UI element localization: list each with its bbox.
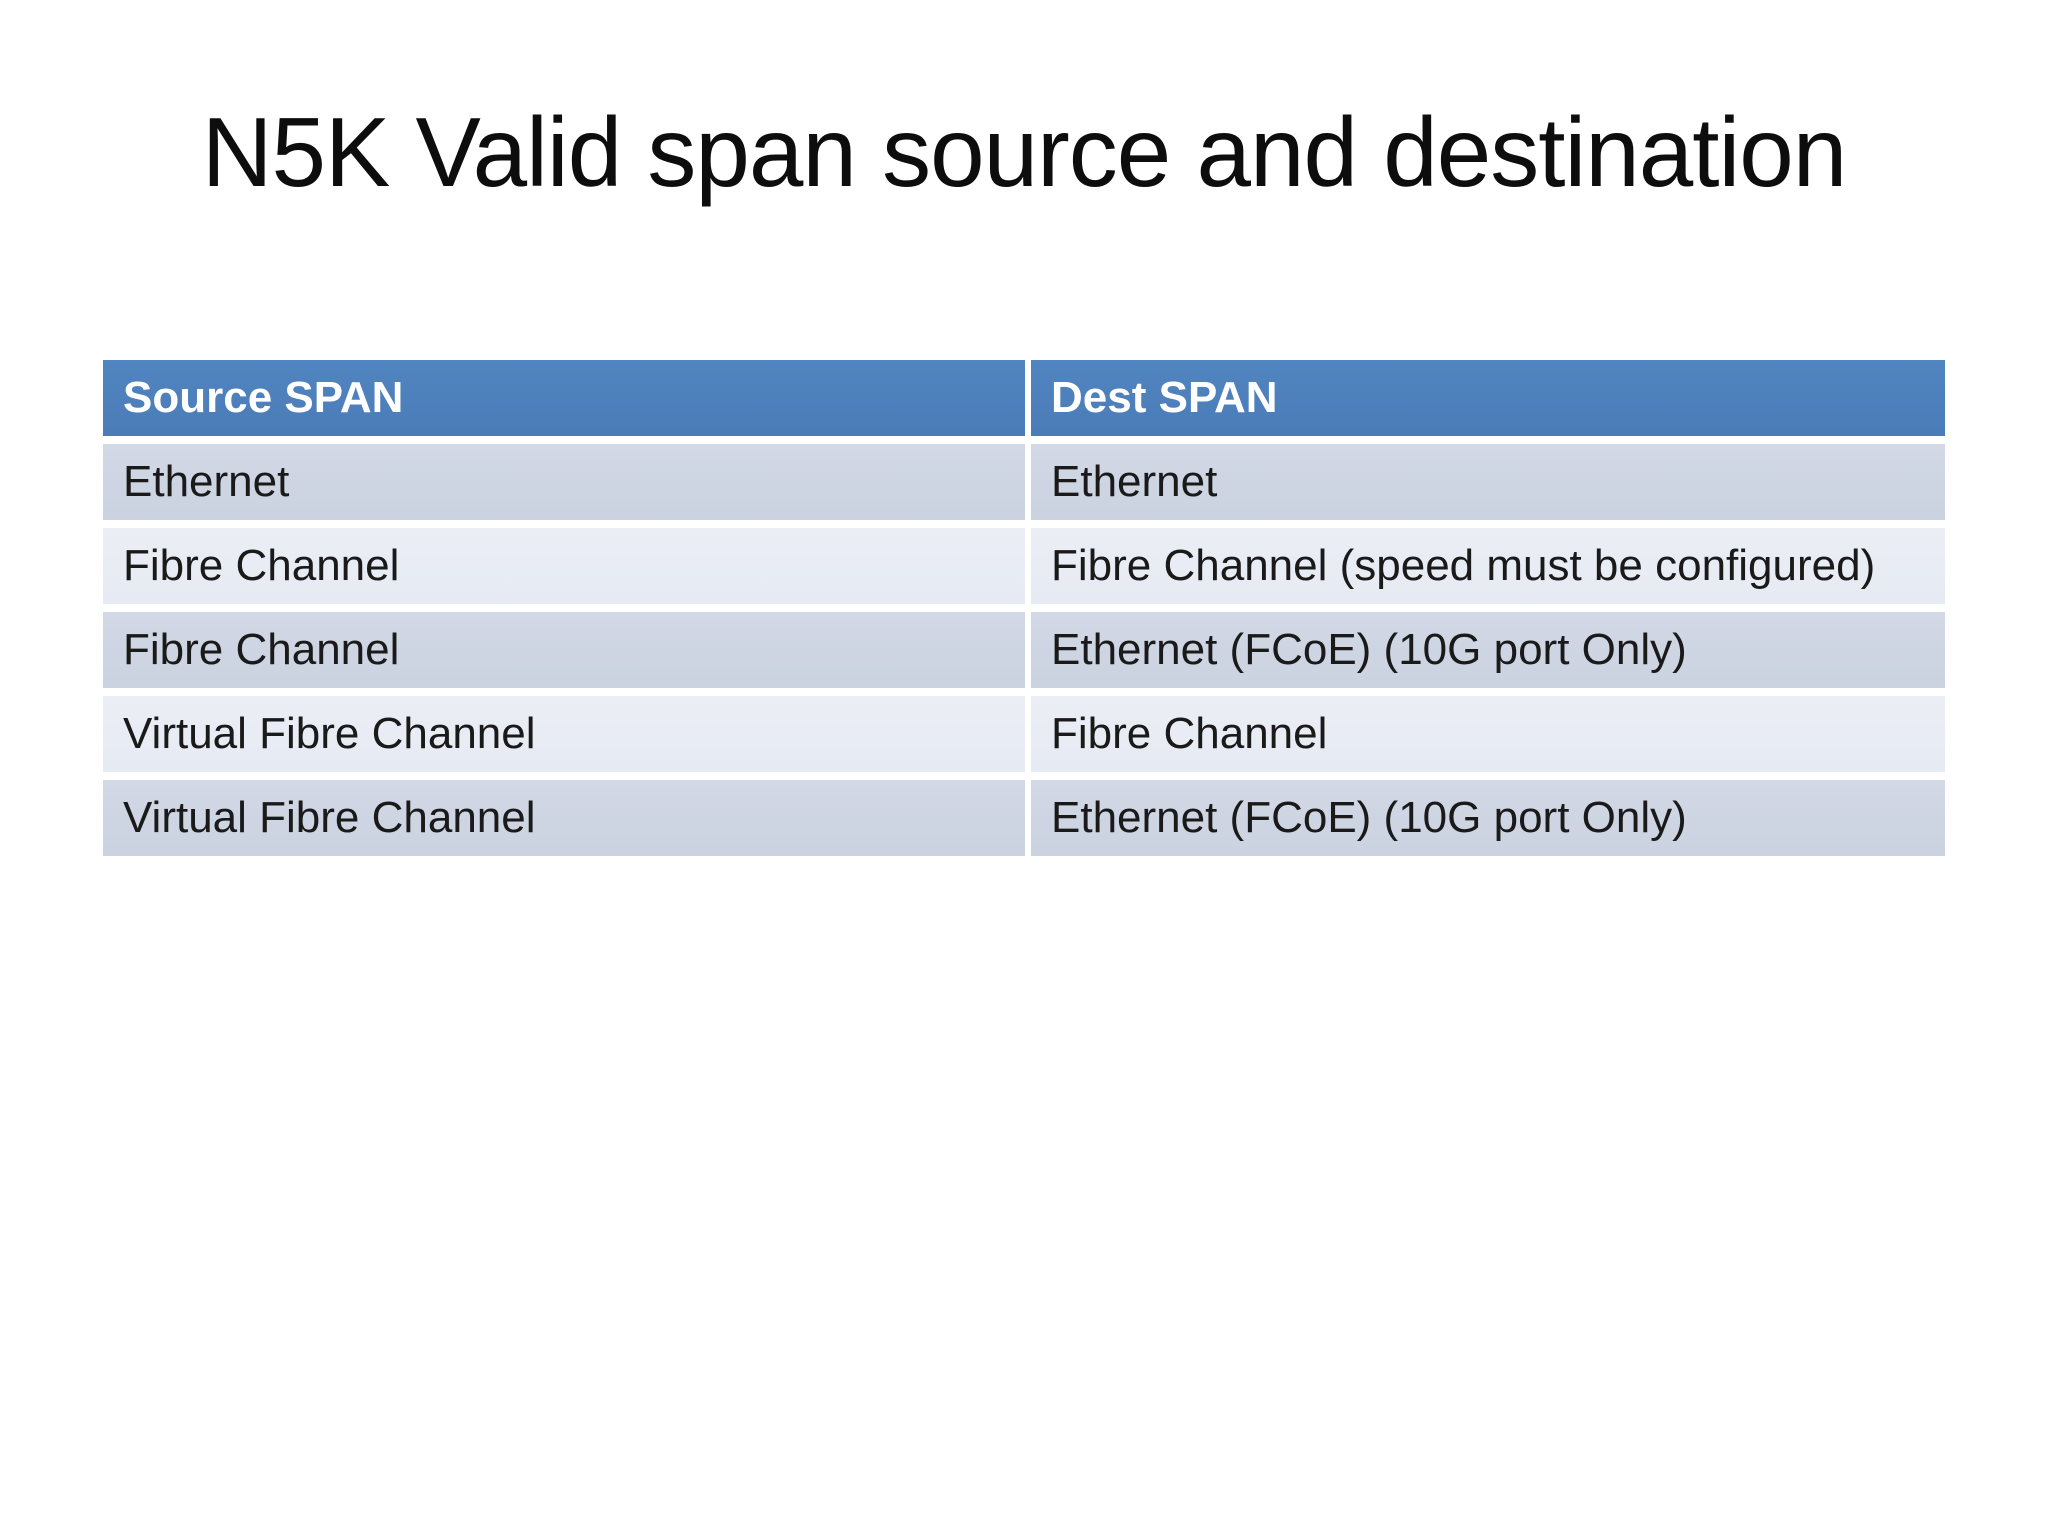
source-cell: Virtual Fibre Channel <box>103 696 1025 772</box>
table-row: Fibre Channel Fibre Channel (speed must … <box>103 528 1945 604</box>
column-header-dest-span: Dest SPAN <box>1031 360 1945 436</box>
table-row: Virtual Fibre Channel Ethernet (FCoE) (1… <box>103 780 1945 856</box>
table-row: Virtual Fibre Channel Fibre Channel <box>103 696 1945 772</box>
slide-title: N5K Valid span source and destination <box>201 97 1848 207</box>
column-header-source-span: Source SPAN <box>103 360 1025 436</box>
dest-cell: Fibre Channel (speed must be configured) <box>1031 528 1945 604</box>
dest-cell: Ethernet (FCoE) (10G port Only) <box>1031 780 1945 856</box>
span-table: Source SPAN Dest SPAN Ethernet Ethernet … <box>103 360 1945 856</box>
source-cell: Fibre Channel <box>103 612 1025 688</box>
table-row: Ethernet Ethernet <box>103 444 1945 520</box>
source-cell: Virtual Fibre Channel <box>103 780 1025 856</box>
source-cell: Fibre Channel <box>103 528 1025 604</box>
table-header-row: Source SPAN Dest SPAN <box>103 360 1945 436</box>
dest-cell: Fibre Channel <box>1031 696 1945 772</box>
dest-cell: Ethernet <box>1031 444 1945 520</box>
source-cell: Ethernet <box>103 444 1025 520</box>
table-row: Fibre Channel Ethernet (FCoE) (10G port … <box>103 612 1945 688</box>
dest-cell: Ethernet (FCoE) (10G port Only) <box>1031 612 1945 688</box>
